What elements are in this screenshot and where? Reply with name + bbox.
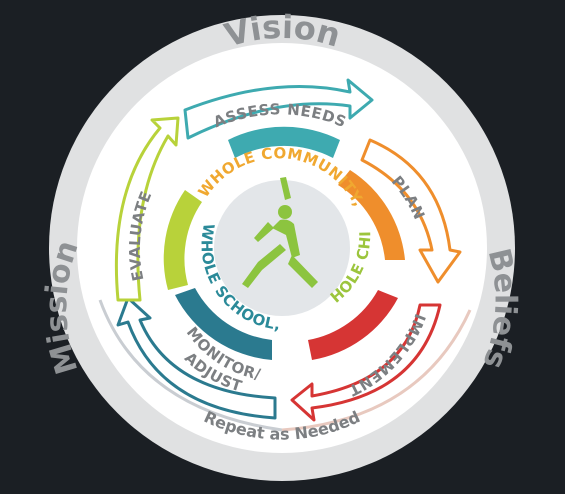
plan-bar	[338, 170, 405, 260]
repeat-arc-left	[98, 299, 283, 432]
implement-bar	[308, 290, 398, 360]
evaluate-step	[114, 116, 202, 302]
jumping-person-icon	[242, 177, 318, 288]
repeat-arc-right	[281, 309, 472, 432]
evaluate-bar	[163, 190, 202, 290]
implement-step	[290, 290, 442, 422]
assess-bar	[228, 126, 340, 158]
plan-step	[338, 138, 462, 284]
monitor-bar	[175, 288, 272, 360]
assess-needs-step	[183, 78, 374, 158]
